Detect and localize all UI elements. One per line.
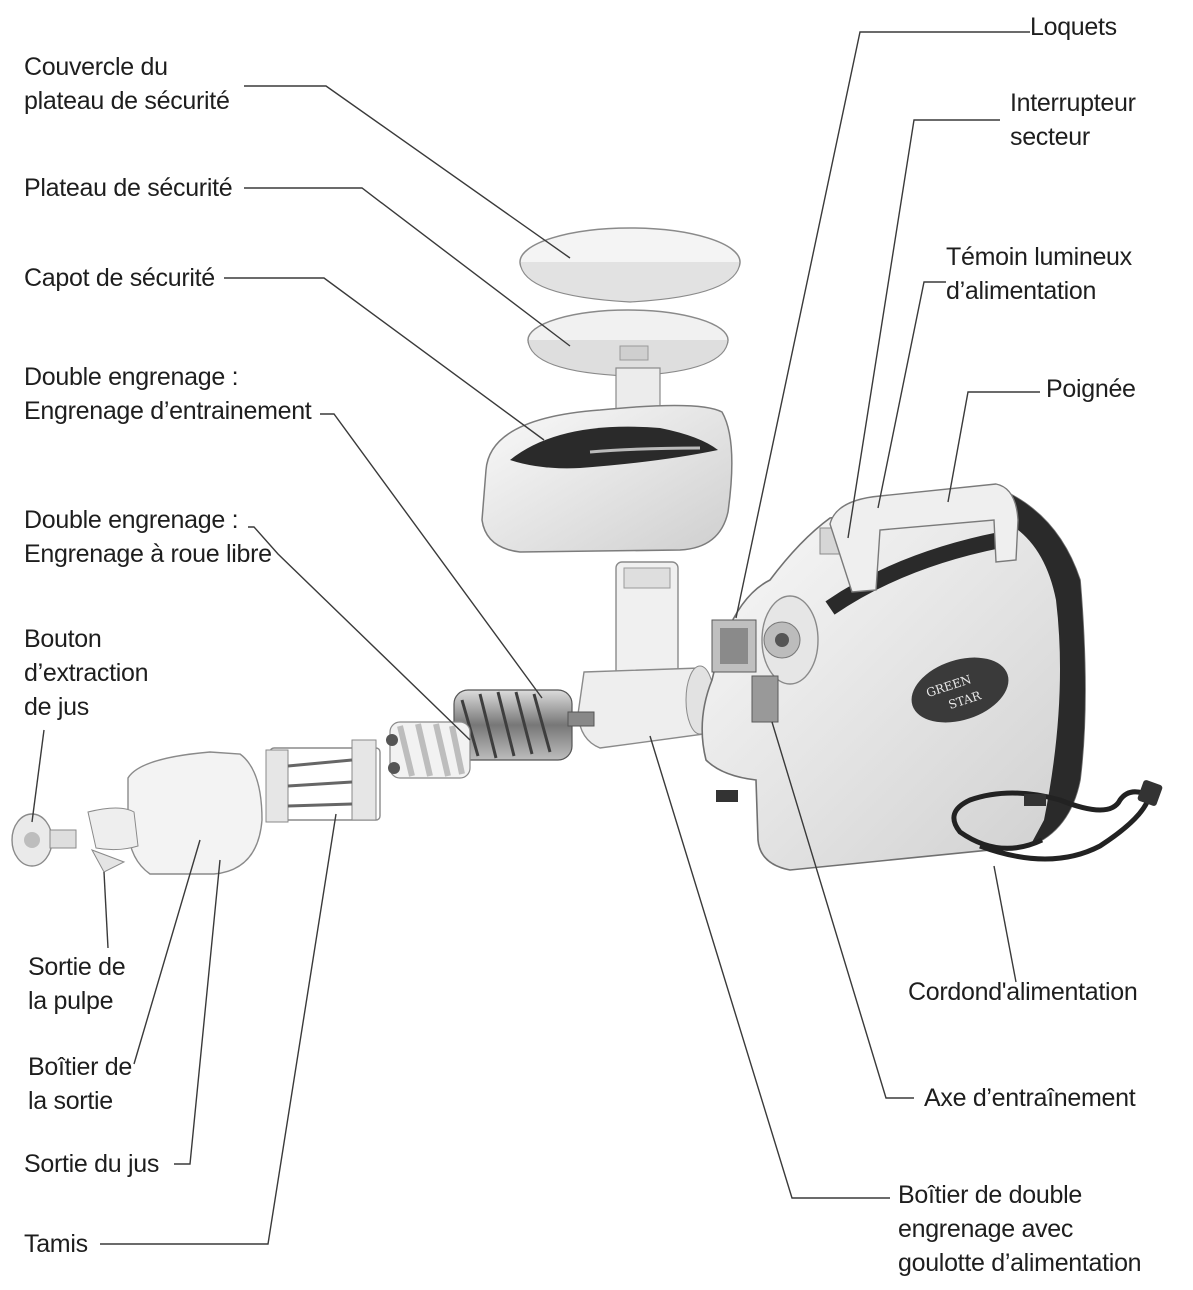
leader-couvercle: [244, 85, 571, 259]
leader-boitier-engrenage: [649, 735, 890, 1199]
label-tamis: Tamis: [24, 1230, 88, 1258]
label-plateau-securite: Plateau de sécurité: [24, 174, 233, 202]
safety-tray-lid: [519, 227, 741, 303]
twin-gear-housing: [577, 561, 715, 749]
leader-cordon: [993, 865, 1017, 983]
label-loquets: Loquets: [1030, 13, 1117, 41]
leader-sortie-jus: [174, 859, 221, 1165]
label-capot-securite: Capot de sécurité: [24, 264, 215, 292]
label-axe-entrainement: Axe d’entraînement: [924, 1084, 1136, 1112]
label-engrenage-entrainement: Double engrenage :Engrenage d’entraineme…: [24, 363, 312, 425]
power-cord: [951, 780, 1163, 862]
drive-gear: [453, 689, 595, 761]
safety-tray: [527, 309, 729, 429]
screen: [265, 739, 381, 823]
leader-loquets: [735, 31, 1030, 619]
label-sortie-jus: Sortie du jus: [24, 1150, 160, 1178]
leader-poignee: [947, 391, 1040, 503]
leader-capot: [224, 277, 545, 441]
feet: [716, 790, 1046, 806]
label-cordon-alimentation: Cordond'alimentation: [908, 978, 1138, 1006]
free-wheel-gear: [386, 721, 471, 779]
brand-logo-badge: GREEN STAR: [911, 657, 1009, 723]
leader-boitier-sortie: [133, 839, 201, 1065]
leader-bouton: [31, 729, 45, 823]
handle: [829, 483, 1019, 593]
leader-lines: [31, 31, 1040, 1245]
leader-sortie-pulpe: [103, 871, 109, 949]
drive-head: [761, 595, 819, 685]
outlet-housing: [87, 751, 263, 875]
label-poignee: Poignée: [1046, 375, 1136, 403]
leader-engrenage-entrainement: [320, 413, 543, 699]
leader-engrenage-roue-libre: [248, 526, 471, 741]
latches: [711, 619, 779, 723]
juice-extraction-knob: [11, 813, 77, 867]
leader-interrupteur: [847, 119, 1000, 539]
leader-temoin: [877, 281, 946, 509]
label-engrenage-roue-libre: Double engrenage :Engrenage à roue libre: [24, 506, 272, 568]
leader-plateau: [244, 187, 571, 347]
safety-hood: [481, 404, 733, 553]
leader-axe: [771, 721, 914, 1099]
leader-tamis: [100, 813, 337, 1245]
